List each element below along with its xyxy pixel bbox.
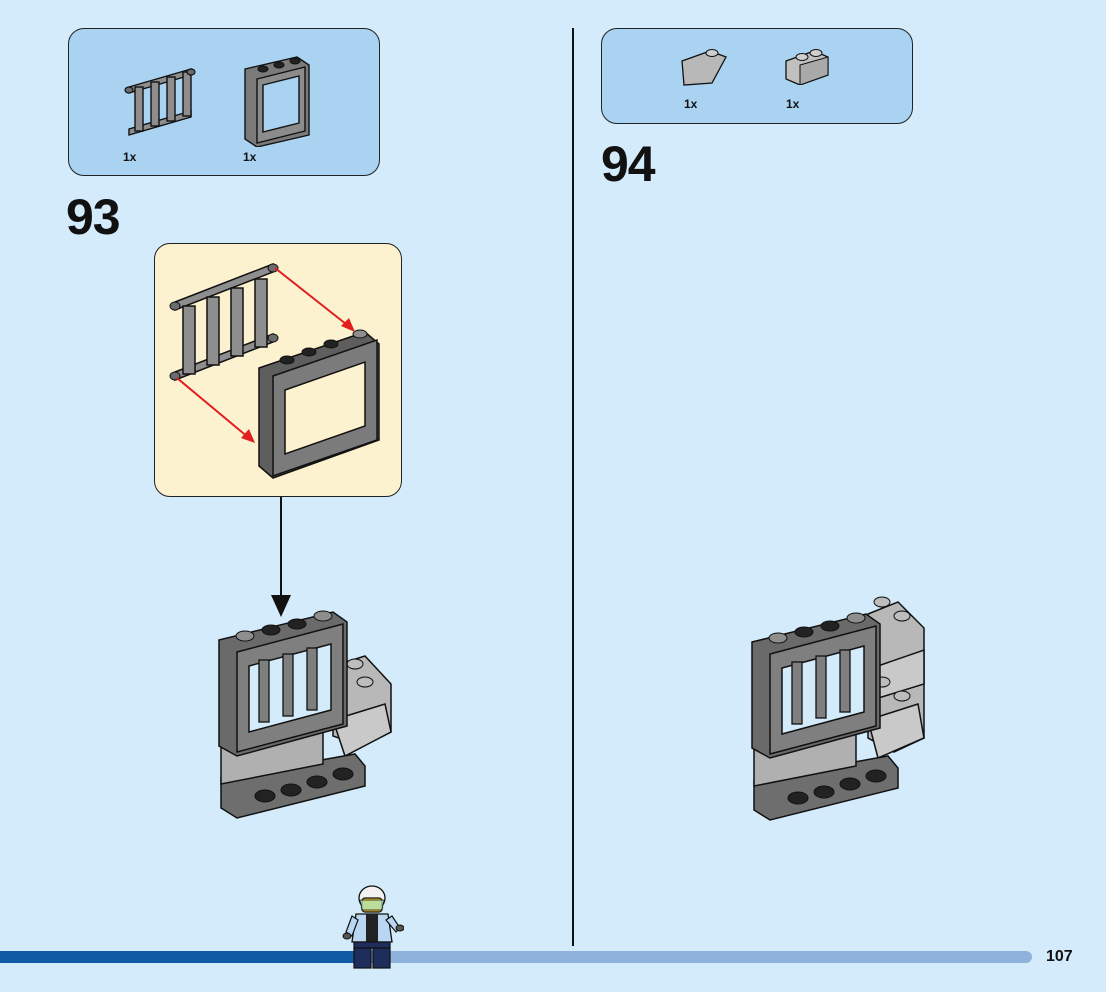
- callout-illustration: [169, 262, 380, 479]
- window-frame-icon: [258, 329, 380, 479]
- parts-list-94: 1x 1x: [601, 28, 913, 124]
- step-93-model: [218, 610, 392, 819]
- parts-list-93: 1x 1x: [68, 28, 380, 176]
- window-frame-part-icon: [244, 56, 310, 147]
- page-progress-bar-filled: [0, 951, 365, 963]
- sub-assembly-callout: [154, 243, 402, 497]
- part-qty-slope-brick: 1x: [684, 97, 698, 111]
- slope-brick-part-icon: [681, 49, 727, 86]
- step-94-model: [751, 596, 925, 821]
- bar-fence-part-icon: [124, 68, 196, 136]
- bar-fence-icon: [169, 262, 279, 382]
- down-arrow: [271, 497, 291, 617]
- placement-arrows: [176, 267, 355, 443]
- part-qty-window-frame: 1x: [243, 150, 257, 164]
- page-number: 107: [1046, 948, 1073, 965]
- masonry-brick-part-icon: [785, 49, 829, 85]
- step-number-93: 93: [66, 189, 121, 245]
- police-pilot-minifigure-icon: [342, 885, 404, 969]
- step-number-94: 94: [601, 136, 656, 192]
- part-qty-masonry-brick: 1x: [786, 97, 800, 111]
- part-qty-bar-fence: 1x: [123, 150, 137, 164]
- column-divider: [572, 28, 574, 946]
- page-progress-bar-track: [365, 951, 1032, 963]
